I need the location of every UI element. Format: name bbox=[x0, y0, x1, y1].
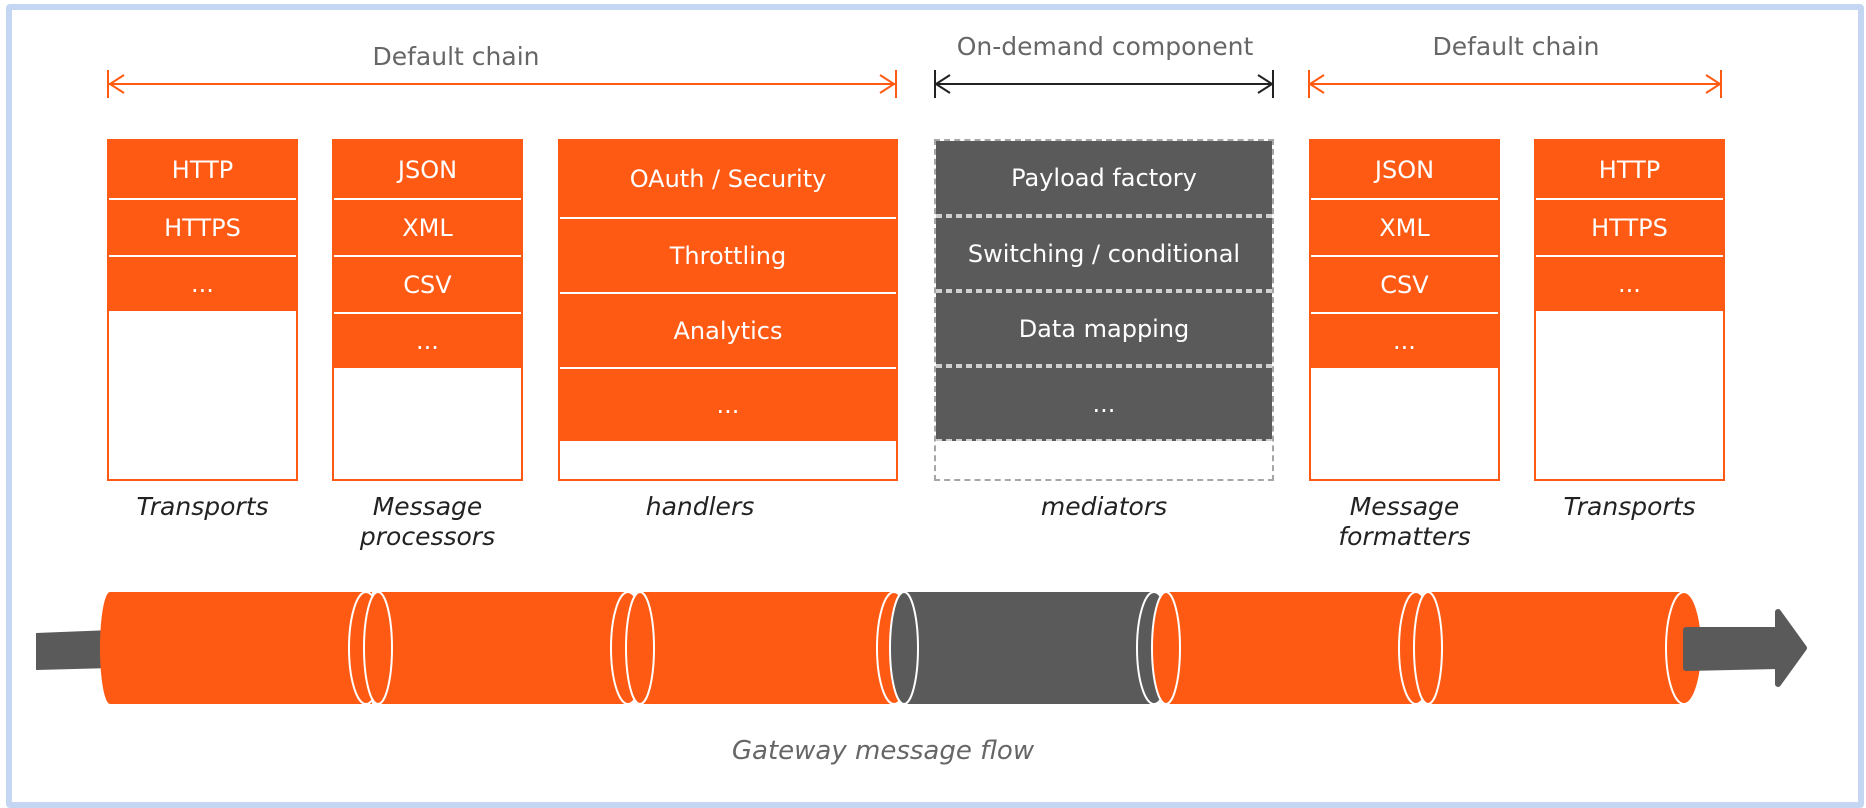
column-item: HTTP bbox=[1536, 141, 1723, 198]
pipeline-segment-1 bbox=[100, 591, 384, 705]
column-item: ... bbox=[560, 367, 896, 441]
mediators-column: Payload factory Switching / conditional … bbox=[934, 139, 1274, 481]
column-item: ... bbox=[109, 255, 296, 311]
column-item: CSV bbox=[1311, 255, 1498, 312]
column-item: OAuth / Security bbox=[560, 141, 896, 217]
column-item: XML bbox=[334, 198, 521, 255]
left-chain-end-cap bbox=[895, 70, 897, 98]
column-item: XML bbox=[1311, 198, 1498, 255]
message-formatters-column: JSON XML CSV ... bbox=[1309, 139, 1500, 481]
pipeline-inlet-rod bbox=[36, 630, 112, 670]
column-item: HTTP bbox=[109, 141, 296, 198]
transports-in-label: Transports bbox=[136, 492, 269, 521]
handlers-column: OAuth / Security Throttling Analytics ..… bbox=[558, 139, 898, 481]
right-chain-start-cap bbox=[1308, 70, 1310, 98]
transports-in-column: HTTP HTTPS ... bbox=[107, 139, 298, 481]
on-demand-header: On-demand component bbox=[956, 32, 1254, 61]
column-item: Throttling bbox=[560, 217, 896, 292]
left-chain-span bbox=[109, 83, 895, 85]
pipeline-outlet-arrow bbox=[1683, 609, 1807, 687]
column-item: ... bbox=[1536, 255, 1723, 311]
column-item: ... bbox=[936, 366, 1272, 441]
transports-out-label: Transports bbox=[1563, 492, 1696, 521]
column-item: ... bbox=[1311, 312, 1498, 368]
column-item: JSON bbox=[334, 141, 521, 198]
mediators-label: mediators bbox=[1040, 492, 1168, 521]
column-item: HTTPS bbox=[109, 198, 296, 255]
column-item: JSON bbox=[1311, 141, 1498, 198]
column-item: Switching / conditional bbox=[936, 216, 1272, 291]
message-processors-column: JSON XML CSV ... bbox=[332, 139, 523, 481]
on-demand-span bbox=[936, 83, 1272, 85]
column-item: Payload factory bbox=[936, 141, 1272, 216]
column-item: CSV bbox=[334, 255, 521, 312]
gateway-flow-caption: Gateway message flow bbox=[731, 736, 1035, 766]
pipeline-segment-mediators bbox=[889, 591, 1172, 705]
pipeline-segment-3 bbox=[625, 591, 912, 705]
pipeline-segment-6 bbox=[1413, 591, 1703, 705]
right-chain-header: Default chain bbox=[1432, 32, 1600, 61]
on-demand-end-cap bbox=[1272, 70, 1274, 98]
column-item: Analytics bbox=[560, 292, 896, 367]
handlers-label: handlers bbox=[645, 492, 755, 521]
left-chain-start-cap bbox=[107, 70, 109, 98]
column-item: Data mapping bbox=[936, 291, 1272, 366]
transports-out-column: HTTP HTTPS ... bbox=[1534, 139, 1725, 481]
pipeline-segment-5 bbox=[1151, 591, 1434, 705]
right-chain-span bbox=[1310, 83, 1720, 85]
right-chain-end-cap bbox=[1720, 70, 1722, 98]
pipeline-segment-2 bbox=[363, 591, 646, 705]
on-demand-start-cap bbox=[934, 70, 936, 98]
left-chain-header: Default chain bbox=[372, 42, 540, 71]
column-item: HTTPS bbox=[1536, 198, 1723, 255]
column-item: ... bbox=[334, 312, 521, 368]
